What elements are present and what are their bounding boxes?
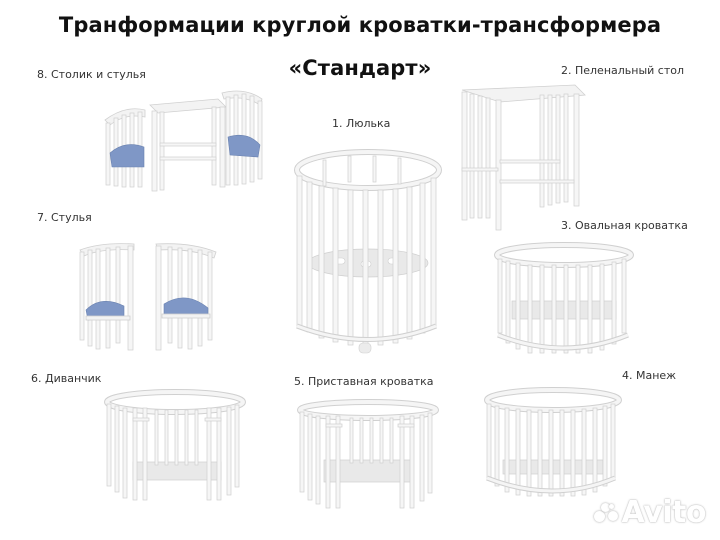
image-playpen xyxy=(483,387,623,500)
label-chairs: 7. Стулья xyxy=(37,211,92,224)
image-side-crib xyxy=(296,399,441,515)
image-cradle xyxy=(293,148,443,358)
label-oval-crib: 3. Овальная кроватка xyxy=(561,219,688,232)
label-cradle: 1. Люлька xyxy=(332,117,391,130)
avito-wordmark: Avito xyxy=(621,495,707,530)
avito-watermark: Avito xyxy=(593,495,707,530)
avito-dots-logo-icon xyxy=(593,502,619,524)
label-side-crib: 5. Приставная кроватка xyxy=(294,375,434,388)
image-table-and-chairs xyxy=(100,85,270,195)
label-table-and-chairs: 8. Столик и стулья xyxy=(37,68,146,81)
image-oval-crib xyxy=(494,242,634,358)
page-title-line2: «Стандарт» xyxy=(288,56,432,80)
image-chairs xyxy=(76,240,226,355)
label-playpen: 4. Манеж xyxy=(622,369,677,382)
label-changing-table: 2. Пеленальный стол xyxy=(561,64,685,77)
image-sofa xyxy=(103,389,248,502)
page-title-line1: Транформации круглой кроватки-трансформе… xyxy=(58,13,662,37)
label-sofa: 6. Диванчик xyxy=(31,372,102,385)
image-changing-table xyxy=(460,80,590,231)
